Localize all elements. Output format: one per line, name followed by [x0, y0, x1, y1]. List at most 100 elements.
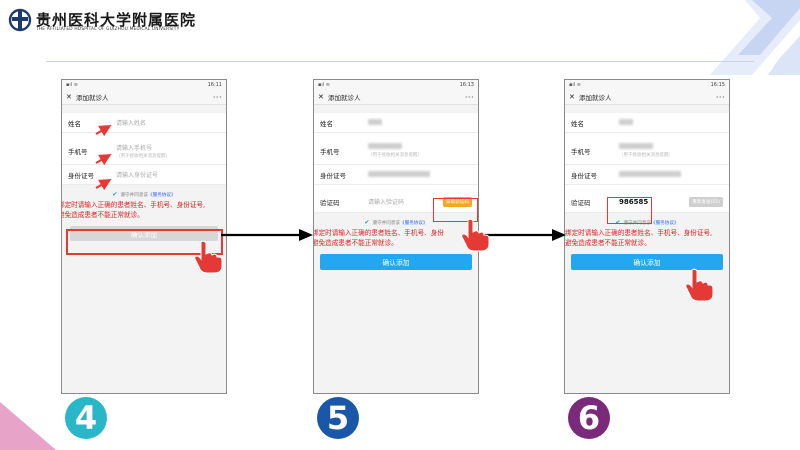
- warning-line-1: 绑定时请输入正确的患者姓名、手机号、身份: [313, 229, 444, 237]
- name-label: 姓名: [68, 119, 81, 128]
- phone-row[interactable]: 手机号 （用于接收相关消息提醒）: [314, 137, 478, 165]
- name-row[interactable]: 姓名 请输入姓名: [62, 113, 226, 133]
- code-input[interactable]: 请输入验证码: [368, 199, 405, 206]
- checkbox-icon[interactable]: ✔: [615, 219, 621, 226]
- name-input[interactable]: 请输入姓名: [116, 120, 147, 127]
- id-row[interactable]: 身份证号: [314, 165, 478, 185]
- phone-row[interactable]: 手机号 （用于接收相关消息提醒）: [565, 137, 729, 165]
- more-icon[interactable]: ···: [212, 92, 222, 102]
- phone-label: 手机号: [320, 147, 340, 156]
- page-title: 添加就诊人: [76, 94, 109, 102]
- resend-code-button[interactable]: 重新发送(55): [689, 196, 723, 207]
- header-divider: [46, 61, 754, 62]
- id-row[interactable]: 身份证号 请输入身份证号: [62, 165, 226, 185]
- service-agreement-link[interactable]: 《服务协议》: [148, 192, 176, 198]
- patient-form: 姓名 请输入姓名 手机号 请输入手机号 （用于接收相关消息提醒） 身份证号 请输…: [62, 113, 226, 185]
- phone-screen-step-6: ▪ıl ≋ 16:15 ✕ 添加就诊人 ··· 姓名 手机号 （用于接收相关消息…: [564, 79, 730, 394]
- agreement-row[interactable]: ✔ 遵守并同意该 《服务协议》: [314, 219, 478, 226]
- phone-input[interactable]: 请输入手机号 （用于接收相关消息提醒）: [108, 143, 220, 159]
- highlight-get-code-step5: [433, 198, 478, 222]
- blurred-id: [619, 170, 681, 177]
- code-row[interactable]: 验证码 请输入验证码 获取验证码: [314, 191, 478, 213]
- next-step-arrow-icon: [478, 229, 566, 241]
- hospital-name-en: THE AFFILIATED HOSPITAL OF GUIZHOU MEDIC…: [36, 27, 180, 32]
- nav-bar: ✕ 添加就诊人 ···: [314, 90, 478, 105]
- hand-pointer-icon: [685, 268, 714, 302]
- checkbox-icon[interactable]: ✔: [364, 219, 370, 226]
- id-label: 身份证号: [68, 171, 94, 180]
- code-label: 验证码: [571, 198, 591, 207]
- warning-line-2: 避免造成患者不能正常就诊。: [313, 239, 398, 247]
- id-label: 身份证号: [320, 171, 346, 180]
- name-row[interactable]: 姓名: [314, 113, 478, 133]
- page-title: 添加就诊人: [328, 94, 361, 102]
- corner-decoration-bottom-left: [0, 402, 56, 450]
- red-arrow-icons: [95, 124, 112, 191]
- highlight-code-input-step6: [607, 197, 652, 224]
- warning-line-2: 避免造成患者不能正常就诊。: [61, 211, 144, 219]
- phone-row[interactable]: 手机号 请输入手机号 （用于接收相关消息提醒）: [62, 137, 226, 165]
- step-4-badge: 4: [65, 397, 107, 439]
- step-6-badge: 6: [568, 397, 610, 439]
- code-input[interactable]: 986585: [619, 197, 649, 206]
- name-label: 姓名: [320, 119, 333, 128]
- patient-form: 姓名 手机号 （用于接收相关消息提醒） 身份证号 验证码 请输入验证码 获取验证…: [314, 113, 478, 213]
- step-5-number: 5: [327, 399, 349, 437]
- phone-label: 手机号: [571, 147, 591, 156]
- nav-bar: ✕ 添加就诊人 ···: [565, 90, 729, 105]
- warning-line-2: 避免造成患者不能正常就诊。: [565, 239, 651, 247]
- hospital-cross-logo-icon: [8, 8, 32, 32]
- warning-text: 绑定时请输入正确的患者姓名、手机号、身份证号, 避免造成患者不能正常就诊。: [61, 200, 226, 220]
- warning-text: 绑定时请输入正确的患者姓名、手机号、身份证号, 避免造成患者不能正常就诊。: [565, 228, 729, 248]
- warning-text: 绑定时请输入正确的患者姓名、手机号、身份 避免造成患者不能正常就诊。: [313, 228, 478, 248]
- name-row[interactable]: 姓名: [565, 113, 729, 133]
- confirm-add-button[interactable]: 确认添加: [320, 254, 472, 270]
- step-6-number: 6: [578, 399, 600, 437]
- hand-pointer-icon: [461, 218, 490, 252]
- blurred-name: [368, 118, 382, 125]
- blurred-phone: [619, 143, 653, 149]
- service-agreement-link[interactable]: 《服务协议》: [651, 220, 679, 226]
- more-icon[interactable]: ···: [715, 92, 725, 102]
- agree-text: 遵守并同意该: [120, 192, 149, 198]
- phone-label: 手机号: [68, 147, 88, 156]
- confirm-add-button[interactable]: 确认添加: [571, 254, 723, 270]
- more-icon[interactable]: ···: [464, 92, 474, 102]
- close-icon[interactable]: ✕: [318, 93, 324, 101]
- phone-placeholder: 请输入手机号: [116, 144, 153, 152]
- highlight-confirm-button-step4: [66, 229, 223, 255]
- patient-form: 姓名 手机号 （用于接收相关消息提醒） 身份证号 验证码 986585 重新发送…: [565, 113, 729, 213]
- id-input[interactable]: 请输入身份证号: [116, 172, 159, 179]
- phone-hint: （用于接收相关消息提醒）: [368, 153, 422, 158]
- get-code-button[interactable]: 获取验证码: [443, 196, 472, 207]
- status-bar: ▪ıl ≋ 16:15: [565, 80, 729, 90]
- id-label: 身份证号: [571, 171, 597, 180]
- code-row[interactable]: 验证码 986585 重新发送(55): [565, 191, 729, 213]
- blurred-name: [619, 118, 633, 125]
- status-time: 16:13: [459, 82, 474, 88]
- close-icon[interactable]: ✕: [569, 93, 575, 101]
- phone-screen-step-4: ▪ıl ≋ 16:11 ✕ 添加就诊人 ··· 姓名 请输入姓名 手机号 请输入…: [61, 79, 227, 394]
- checkbox-icon[interactable]: ✔: [112, 191, 118, 198]
- step-5-badge: 5: [317, 397, 359, 439]
- close-icon[interactable]: ✕: [66, 93, 72, 101]
- agree-text: 遵守并同意该: [372, 220, 401, 226]
- hospital-name-cn: 贵州医科大学附属医院: [36, 11, 197, 29]
- status-time: 16:11: [207, 82, 222, 88]
- phone-hint: （用于接收相关消息提醒）: [619, 153, 673, 158]
- nav-bar: ✕ 添加就诊人 ···: [62, 90, 226, 105]
- corner-decoration-top-right: [710, 0, 800, 75]
- agreement-row[interactable]: ✔ 遵守并同意该 《服务协议》: [62, 191, 226, 198]
- step-4-number: 4: [75, 399, 97, 437]
- id-row[interactable]: 身份证号: [565, 165, 729, 185]
- blurred-id: [368, 170, 430, 177]
- page-title: 添加就诊人: [579, 94, 612, 102]
- service-agreement-link[interactable]: 《服务协议》: [400, 220, 428, 226]
- next-step-arrow-icon: [221, 229, 313, 241]
- status-time: 16:15: [710, 82, 725, 88]
- signal-icon: ▪ıl ≋: [66, 82, 78, 88]
- status-bar: ▪ıl ≋ 16:13: [314, 80, 478, 90]
- code-label: 验证码: [320, 198, 340, 207]
- blurred-phone: [368, 143, 402, 149]
